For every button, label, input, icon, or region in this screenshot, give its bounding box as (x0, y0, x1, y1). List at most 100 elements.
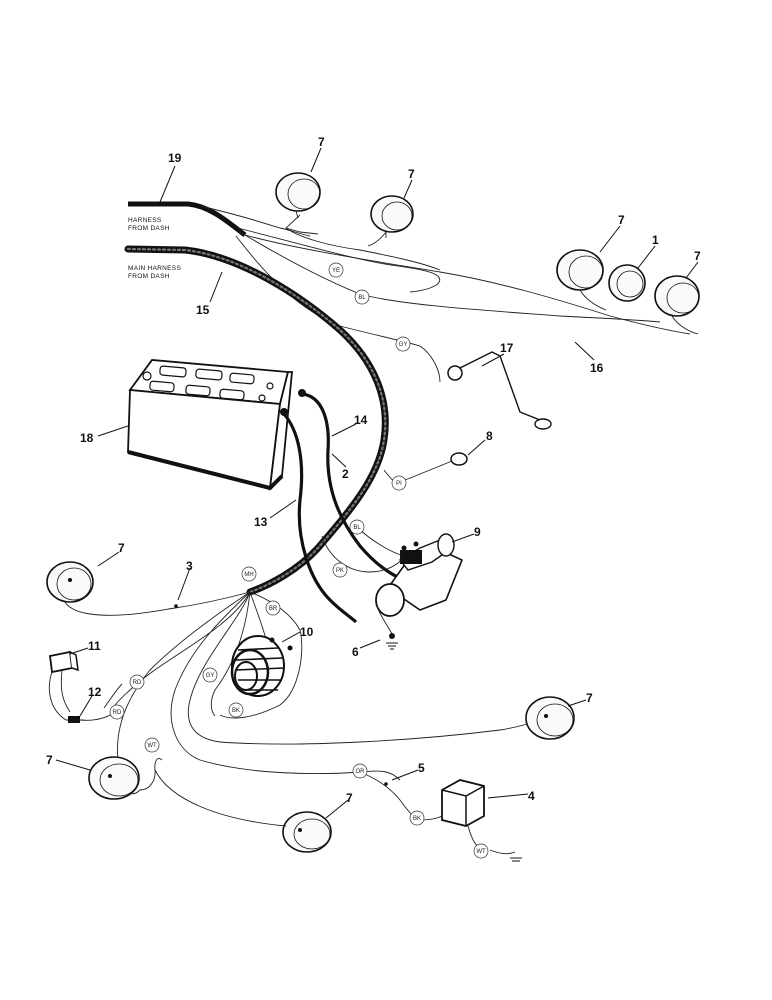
harness-fan-wire (210, 591, 251, 717)
wire-tag-mh: MH (241, 566, 257, 582)
callout-3: 3 (186, 559, 193, 573)
flasher-unit (48, 650, 84, 721)
lamp (282, 811, 332, 853)
dash-harness-branch (237, 227, 441, 293)
lamp-lead (139, 758, 163, 791)
dash-harness-cable (128, 201, 247, 237)
connector-plug (230, 635, 293, 697)
svg-text:WT: WT (476, 849, 486, 855)
lamp (275, 172, 321, 219)
callout-7: 7 (46, 753, 53, 767)
svg-text:BR: BR (269, 606, 278, 612)
lamp (46, 561, 94, 603)
dash-harness-label: FROM DASH (128, 225, 170, 232)
dash-harness-label: HARNESS (128, 217, 162, 224)
harness-wire (359, 771, 443, 821)
svg-text:PK: PK (336, 568, 344, 574)
battery (127, 359, 293, 491)
wire-tag-or: OR (352, 763, 368, 779)
ground-wire (375, 603, 393, 635)
dash-harness-branch (199, 205, 311, 237)
svg-text:YE: YE (332, 268, 340, 274)
lamp-lead (285, 214, 319, 235)
wire-tag-rd: RD (129, 674, 145, 690)
lamp (370, 195, 414, 238)
callout-2: 2 (342, 467, 349, 481)
dash-harness-branch (244, 234, 691, 335)
callout-13: 13 (254, 515, 268, 529)
switch (395, 452, 468, 483)
dash-harness-branch (235, 235, 441, 383)
callout-7: 7 (694, 249, 701, 263)
wire-tag-pi: PI (391, 475, 407, 491)
callout-7: 7 (618, 213, 625, 227)
main-harness-label: MAIN HARNESS (128, 265, 181, 272)
wire-tag-bl: BL (354, 289, 370, 305)
harness-fan-wire (63, 591, 251, 616)
harness-fan-wire (187, 591, 549, 745)
wire-tag-wt: WT (473, 843, 489, 859)
callout-1: 1 (652, 233, 659, 247)
svg-text:BL: BL (353, 525, 361, 531)
svg-text:WT: WT (147, 743, 157, 749)
callout-17: 17 (500, 341, 514, 355)
svg-text:GY: GY (206, 673, 215, 679)
svg-text:BL: BL (358, 295, 366, 301)
ground-symbol (386, 633, 398, 650)
callout-11: 11 (88, 639, 101, 653)
sender-rod (447, 351, 552, 430)
lamp (608, 264, 646, 302)
harness-fan-wire (117, 591, 251, 795)
callout-7: 7 (118, 541, 125, 555)
callout-12: 12 (88, 685, 102, 699)
harness-fan-wire (170, 591, 401, 781)
junction-box (441, 779, 485, 851)
callout-7: 7 (586, 691, 593, 705)
main-harness-label: FROM DASH (128, 273, 170, 280)
callout-10: 10 (300, 625, 314, 639)
callout-7: 7 (408, 167, 415, 181)
battery-cable-14 (301, 392, 405, 582)
lamp-lead (154, 769, 287, 827)
callout-7: 7 (346, 791, 353, 805)
wire-tag-wt: WT (144, 737, 160, 753)
lamp-lead (367, 231, 387, 247)
callout-5: 5 (418, 761, 425, 775)
dash-harness-branch (239, 231, 661, 323)
wire-tag-rd: RD (109, 704, 125, 720)
wire-splice (384, 782, 388, 786)
starter-motor (375, 533, 464, 617)
svg-text:GY: GY (399, 342, 408, 348)
wire-tag-bl: BL (349, 519, 365, 535)
wire-tag-gy: GY (395, 336, 411, 352)
callout-9: 9 (474, 525, 481, 539)
svg-text:BK: BK (413, 816, 421, 822)
callout-16: 16 (590, 361, 604, 375)
wire-tag-bk: BK (409, 810, 425, 826)
battery-post-positive (298, 389, 306, 397)
svg-text:BK: BK (232, 708, 240, 714)
battery-cable-13 (282, 412, 358, 624)
svg-text:RD: RD (113, 710, 122, 716)
lamp (88, 756, 140, 800)
callout-7: 7 (318, 135, 325, 149)
callout-8: 8 (486, 429, 493, 443)
lamp (654, 275, 700, 335)
wire-tag-br: BR (265, 600, 281, 616)
svg-text:PI: PI (396, 481, 402, 487)
main-harness-texture (126, 247, 387, 594)
leader-lines (55, 147, 699, 819)
callout-14: 14 (354, 413, 368, 427)
wire-tag-ye: YE (328, 262, 344, 278)
wire-tag-pk: PK (332, 562, 348, 578)
wire-tag-bk: BK (228, 702, 244, 718)
lamp (556, 249, 607, 311)
svg-text:MH: MH (244, 572, 253, 578)
lamp-lead (285, 227, 441, 271)
callout-18: 18 (80, 431, 94, 445)
callout-15: 15 (196, 303, 210, 317)
callout-4: 4 (528, 789, 535, 803)
wire-splice (174, 604, 178, 608)
callout-6: 6 (352, 645, 359, 659)
